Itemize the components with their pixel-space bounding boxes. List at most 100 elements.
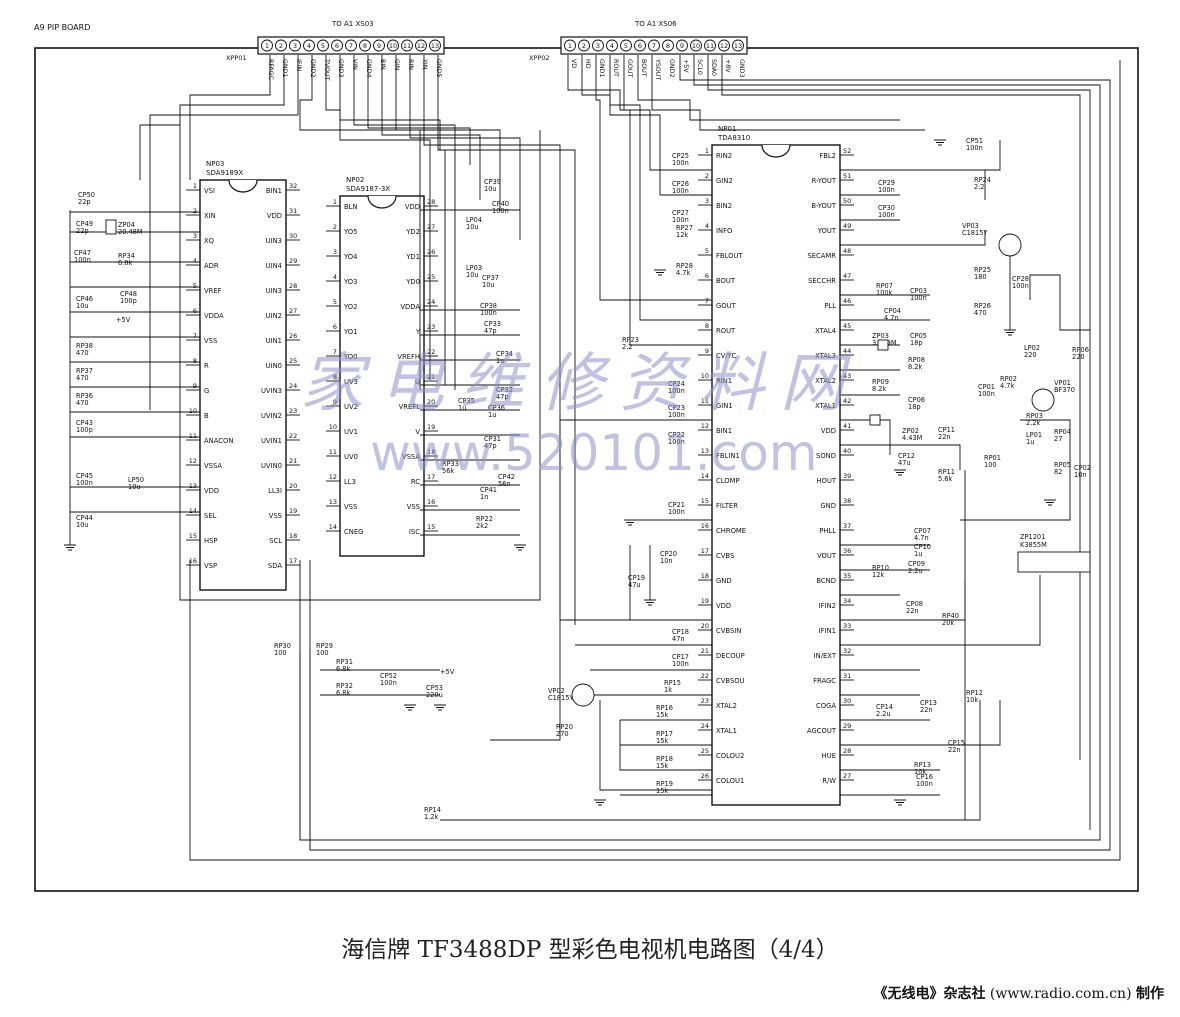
connector-pin [648, 39, 660, 52]
ic-pin-name: FBL2 [819, 152, 836, 160]
component-ref: RP06 [1072, 346, 1089, 354]
connector-pin-number: 3 [293, 42, 297, 50]
ic-pin-number: 24 [427, 298, 435, 306]
component-ref: CP39 [484, 178, 501, 186]
ic-pin-number: 36 [843, 547, 851, 555]
ic-pin-number: 10 [329, 423, 337, 431]
connector-pin-number: 12 [417, 42, 425, 50]
connector-signal: RFAGC [267, 59, 274, 80]
ground-symbol [1004, 329, 1016, 336]
ic-part: SDA9189X [206, 169, 243, 177]
component-value: 8.2k [908, 363, 922, 371]
component-value: 10u [128, 483, 141, 491]
component-value: 8.2k [872, 385, 886, 393]
component-value: BF370 [1054, 386, 1075, 394]
ic-pin-number: 5 [333, 298, 337, 306]
component-ref: RP04 [1054, 428, 1071, 436]
ground-symbol [644, 599, 656, 606]
crystal-symbol [869, 414, 881, 426]
component-value: 1n [480, 493, 488, 501]
figure-caption: 海信牌 TF3488DP 型彩色电视机电路图（4/4） [341, 937, 839, 963]
ic-pin-number: 14 [701, 472, 709, 480]
ic-pin-name: GIN1 [716, 402, 733, 410]
ic-ref: NP03 [206, 160, 224, 168]
component-ref: CP03 [910, 287, 927, 295]
ground-symbol [624, 519, 636, 526]
component-value: 100n [480, 309, 497, 317]
connector-pin [718, 39, 730, 52]
connector-pin [359, 39, 371, 52]
component-ref: LP03 [466, 264, 482, 272]
component-ref: CP14 [876, 703, 893, 711]
crystal-symbol [877, 339, 889, 351]
ic-pin-number: 51 [843, 172, 851, 180]
ic-pin-name: AGCOUT [807, 727, 837, 735]
component-ref: CP37 [482, 274, 499, 282]
component-ref: CP11 [938, 426, 955, 434]
filter-ref: ZP1201 [1020, 533, 1045, 541]
ic-pin-number: 31 [289, 207, 297, 215]
connector-pin [345, 39, 357, 52]
component-value: 100n [672, 216, 689, 224]
component-ref: CP23 [668, 404, 685, 412]
ic-notch [367, 195, 397, 209]
component-value: 1u [1026, 438, 1034, 446]
ic-pin-name: GIN2 [716, 177, 733, 185]
ic-pin-number: 49 [843, 222, 851, 230]
ic-pin-number: 20 [427, 398, 435, 406]
connector-pin [704, 39, 716, 52]
connector-signal: RIN [407, 59, 414, 70]
component-value: 18p [910, 339, 923, 347]
component-value: 100 [274, 649, 287, 657]
connector-pin-number: 6 [638, 42, 642, 50]
connector-pin [401, 39, 413, 52]
component-value: 22n [938, 433, 951, 441]
component-ref: ZP03 [872, 332, 889, 340]
ground-symbol [434, 704, 446, 711]
ic-pin-number: 41 [843, 422, 851, 430]
ic-pin-name: XTAL1 [716, 727, 737, 735]
component-ref: RP18 [656, 755, 673, 763]
ic-pin-name: GOUT [716, 302, 737, 310]
ground-symbol [934, 139, 946, 146]
ic-part: SDA9187-3X [346, 185, 390, 193]
connector-signal: BOUT [640, 59, 647, 77]
ic-pin-name: HSP [204, 537, 218, 545]
connector-pin-number: 1 [265, 42, 269, 50]
component-ref: LP01 [1026, 431, 1042, 439]
component-value: 12k [872, 571, 884, 579]
ic-body [199, 179, 287, 591]
ic-pin-number: 28 [289, 282, 297, 290]
component-value: 20.48M [118, 228, 143, 236]
component-value: 5.6k [938, 475, 952, 483]
integrated-circuits: NP03SDA9189X1VSI2XIN3XQ4ADR5VREF6VDDA7VS… [186, 125, 854, 806]
ic-pin-number: 27 [289, 307, 297, 315]
ic-pin-number: 3 [333, 248, 337, 256]
ground-symbol [894, 469, 906, 476]
ic-pin-number: 4 [193, 257, 197, 265]
ic-pin-name: SEL [204, 512, 217, 520]
magazine-url: (www.radio.com.cn) [989, 986, 1132, 1002]
component-ref: +5V [116, 316, 131, 324]
component-ref: RP12 [966, 689, 983, 697]
connector-pin-number: 10 [389, 42, 397, 50]
component-ref: CP51 [966, 137, 983, 145]
ic-pin-number: 22 [701, 672, 709, 680]
ground-symbols [64, 139, 1056, 806]
component-value: 100n [668, 411, 685, 419]
ic-pin-number: 33 [843, 622, 851, 630]
component-ref: VP03 [962, 222, 979, 230]
connector-signal: GIN [393, 59, 400, 71]
ic-pin-name: XIN [204, 212, 216, 220]
connector-pin-number: 2 [279, 42, 283, 50]
ic-pin-name: SDA [268, 562, 282, 570]
component-ref: RP34 [118, 252, 135, 260]
component-value: 4.43M [902, 434, 923, 442]
ic-notch [761, 144, 791, 158]
component-ref: CP20 [660, 550, 677, 558]
ic-pin-name: VDD [267, 212, 282, 220]
component-value: 100n [910, 294, 927, 302]
ground-symbol [654, 269, 666, 276]
ic-pin-number: 37 [843, 522, 851, 530]
ic-pin-number: 6 [333, 323, 337, 331]
